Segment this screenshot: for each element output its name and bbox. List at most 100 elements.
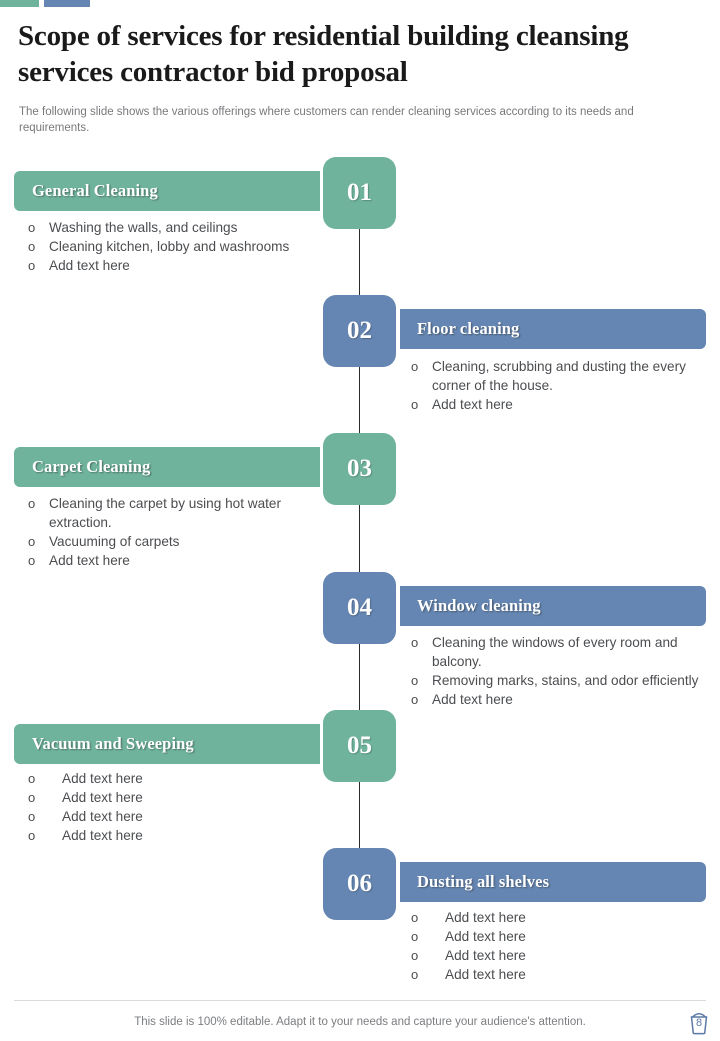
timeline-number-label: 06 <box>347 870 372 897</box>
page-subtitle: The following slide shows the various of… <box>19 106 634 134</box>
list-item-text: Add text here <box>49 258 130 273</box>
timeline-connector <box>359 505 361 572</box>
bullet-marker-icon: o <box>28 496 36 511</box>
accent-bar-green <box>0 0 39 7</box>
bullet-marker-icon: o <box>411 359 419 374</box>
bullet-marker-icon: o <box>28 534 36 549</box>
list-item-text: Add text here <box>445 910 526 925</box>
timeline-item-header-03[interactable]: Carpet Cleaning <box>14 447 320 487</box>
bullet-marker-icon: o <box>28 828 36 843</box>
timeline-number-label: 03 <box>347 455 372 482</box>
list-item-text: Add text here <box>62 809 143 824</box>
list-item: o Cleaning the windows of every room and … <box>411 633 701 671</box>
list-item-text: Add text here <box>62 790 143 805</box>
timeline-number-label: 04 <box>347 594 372 621</box>
timeline-connector <box>359 229 361 295</box>
list-item-text: Cleaning kitchen, lobby and washrooms <box>49 239 290 254</box>
list-item: o Cleaning kitchen, lobby and washrooms <box>28 237 313 256</box>
list-item: o Add text here <box>411 690 701 709</box>
list-item: o Add text here <box>28 551 313 570</box>
footer-divider <box>14 1000 706 1001</box>
list-item-text: Add text here <box>62 828 143 843</box>
timeline-number-label: 01 <box>347 179 372 206</box>
bullet-marker-icon: o <box>411 673 419 688</box>
bullet-marker-icon: o <box>411 967 419 982</box>
timeline-item-header-02[interactable]: Floor cleaning <box>400 309 706 349</box>
timeline-connector <box>359 367 361 433</box>
timeline-number-label: 02 <box>347 317 372 344</box>
timeline-connector <box>359 644 361 710</box>
timeline-item-bullets-03: o Cleaning the carpet by using hot water … <box>28 494 313 570</box>
list-item-text: Cleaning the carpet by using hot water e… <box>49 496 281 530</box>
timeline-connector <box>359 782 361 848</box>
timeline-number-badge-02[interactable]: 02 <box>323 295 396 367</box>
page-number: 8 <box>695 1017 703 1029</box>
timeline-item-title: Floor cleaning <box>417 319 520 338</box>
list-item-text: Add text here <box>445 929 526 944</box>
list-item-text: Add text here <box>432 692 513 707</box>
bullet-marker-icon: o <box>28 220 36 235</box>
timeline-item-header-01[interactable]: General Cleaning <box>14 171 320 211</box>
list-item: o Add text here <box>28 769 313 788</box>
list-item: o Cleaning, scrubbing and dusting the eve… <box>411 357 701 395</box>
timeline-item-title: General Cleaning <box>32 181 158 200</box>
bullet-marker-icon: o <box>411 692 419 707</box>
list-item-text: Add text here <box>62 771 143 786</box>
list-item-text: Removing marks, stains, and odor efficie… <box>432 673 699 688</box>
list-item-text: Add text here <box>49 553 130 568</box>
list-item-text: Add text here <box>445 967 526 982</box>
list-item: o Washing the walls, and ceilings <box>28 218 313 237</box>
bullet-marker-icon: o <box>411 948 419 963</box>
list-item: o Add text here <box>411 395 701 414</box>
list-item: o Cleaning the carpet by using hot water … <box>28 494 313 532</box>
timeline-item-bullets-02: o Cleaning, scrubbing and dusting the eve… <box>411 357 701 414</box>
bullet-marker-icon: o <box>411 635 419 650</box>
list-item-text: Add text here <box>432 397 513 412</box>
list-item: o Vacuuming of carpets <box>28 532 313 551</box>
page-title: Scope of services for residential buildi… <box>18 20 629 88</box>
timeline-number-badge-05[interactable]: 05 <box>323 710 396 782</box>
list-item-text: Add text here <box>445 948 526 963</box>
timeline-item-header-06[interactable]: Dusting all shelves <box>400 862 706 902</box>
timeline-item-header-04[interactable]: Window cleaning <box>400 586 706 626</box>
accent-bar-blue <box>44 0 90 7</box>
bullet-marker-icon: o <box>28 771 36 786</box>
bullet-marker-icon: o <box>28 258 36 273</box>
timeline-number-badge-01[interactable]: 01 <box>323 157 396 229</box>
list-item-text: Vacuuming of carpets <box>49 534 180 549</box>
timeline-item-title: Carpet Cleaning <box>32 457 151 476</box>
bullet-marker-icon: o <box>28 790 36 805</box>
timeline-number-badge-06[interactable]: 06 <box>323 848 396 920</box>
timeline-number-label: 05 <box>347 732 372 759</box>
timeline-item-title: Window cleaning <box>417 596 541 615</box>
list-item: o Add text here <box>28 788 313 807</box>
bullet-marker-icon: o <box>411 929 419 944</box>
list-item-text: Washing the walls, and ceilings <box>49 220 238 235</box>
timeline-item-title: Vacuum and Sweeping <box>32 734 194 753</box>
bullet-marker-icon: o <box>28 553 36 568</box>
timeline-item-title: Dusting all shelves <box>417 872 550 891</box>
bullet-marker-icon: o <box>411 397 419 412</box>
bullet-marker-icon: o <box>28 239 36 254</box>
list-item: o Add text here <box>411 946 701 965</box>
list-item: o Removing marks, stains, and odor effici… <box>411 671 701 690</box>
list-item: o Add text here <box>411 908 701 927</box>
timeline-number-badge-04[interactable]: 04 <box>323 572 396 644</box>
timeline-item-bullets-04: o Cleaning the windows of every room and … <box>411 633 701 709</box>
list-item-text: Cleaning, scrubbing and dusting the ever… <box>432 359 686 393</box>
list-item-text: Cleaning the windows of every room and b… <box>432 635 678 669</box>
footer-note: This slide is 100% editable. Adapt it to… <box>134 1016 586 1028</box>
bucket-icon: 8 <box>686 1008 712 1036</box>
list-item: o Add text here <box>28 826 313 845</box>
bullet-marker-icon: o <box>28 809 36 824</box>
list-item: o Add text here <box>28 256 313 275</box>
timeline-item-header-05[interactable]: Vacuum and Sweeping <box>14 724 320 764</box>
list-item: o Add text here <box>411 965 701 984</box>
list-item: o Add text here <box>411 927 701 946</box>
bullet-marker-icon: o <box>411 910 419 925</box>
list-item: o Add text here <box>28 807 313 826</box>
timeline-number-badge-03[interactable]: 03 <box>323 433 396 505</box>
